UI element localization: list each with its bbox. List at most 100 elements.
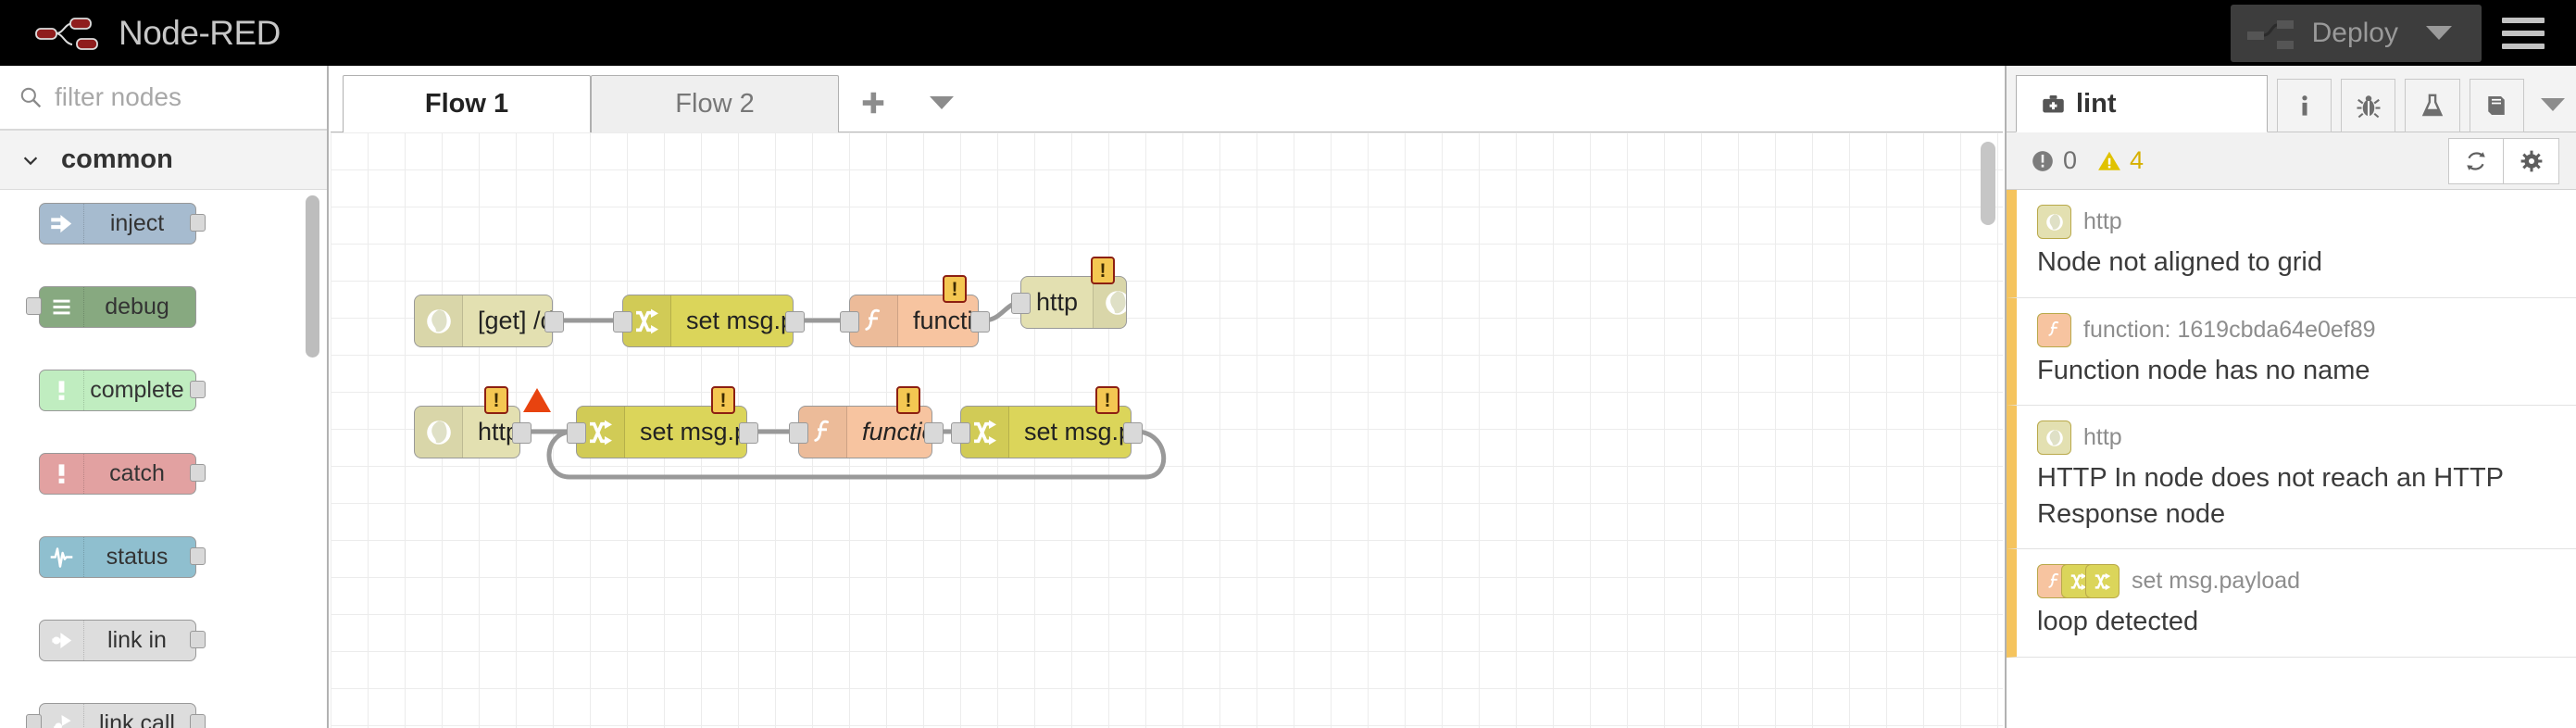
- palette-node-status[interactable]: status: [0, 536, 327, 578]
- flow-node-n7[interactable]: function 1!: [789, 386, 944, 458]
- exclamation-icon: [58, 464, 65, 483]
- tab-flow-1[interactable]: Flow 1: [343, 75, 591, 132]
- refresh-icon: [2467, 151, 2485, 170]
- flow-node-icon: [623, 295, 671, 346]
- palette-search-bar[interactable]: [0, 66, 327, 131]
- flow-node-label: set msg.payload: [1024, 418, 1131, 446]
- palette-node-icon: [40, 287, 84, 327]
- input-port[interactable]: [951, 422, 970, 444]
- palette-category-common[interactable]: common: [0, 131, 327, 190]
- palette-node-label: debug: [105, 294, 169, 320]
- chevron-down-icon[interactable]: [2426, 26, 2452, 40]
- flow-node-n6[interactable]: set msg.payload!: [567, 386, 758, 458]
- change-icon: [2095, 572, 2110, 590]
- palette-node-body[interactable]: inject: [39, 203, 196, 245]
- sidebar-test-button[interactable]: [2405, 79, 2460, 132]
- change-icon: [635, 308, 658, 333]
- output-port[interactable]: [739, 422, 758, 444]
- book-icon: [2488, 96, 2505, 115]
- flow-canvas[interactable]: [get] /data set msg.payload function! http!…: [331, 132, 2003, 728]
- palette-node-body[interactable]: link in: [39, 620, 196, 661]
- palette-node-inject[interactable]: inject: [0, 203, 327, 245]
- globe-icon: [426, 420, 451, 445]
- input-port[interactable]: [1011, 293, 1031, 314]
- palette-node-debug[interactable]: debug: [0, 286, 327, 328]
- output-port[interactable]: [512, 422, 531, 444]
- palette-node-body[interactable]: debug: [39, 286, 196, 328]
- tab-label: Flow 2: [675, 89, 755, 119]
- flow-node-n4[interactable]: http!: [1011, 257, 1127, 329]
- flow-node-inner: http: [1021, 277, 1126, 328]
- output-port[interactable]: [190, 714, 206, 728]
- flow-node-n5[interactable]: http!: [414, 386, 551, 458]
- input-port[interactable]: [613, 311, 632, 333]
- palette-node-complete[interactable]: complete: [0, 370, 327, 411]
- function-icon: [864, 308, 880, 331]
- node-warning-badge[interactable]: !: [1095, 386, 1119, 414]
- output-port[interactable]: [190, 381, 206, 398]
- info-icon: [2301, 95, 2307, 116]
- output-port[interactable]: [785, 311, 805, 333]
- node-warning-badge[interactable]: !: [896, 386, 920, 414]
- input-port[interactable]: [789, 422, 808, 444]
- palette-node-icon: [40, 454, 84, 494]
- flow-tab-menu-button[interactable]: [907, 74, 976, 132]
- output-port[interactable]: [190, 547, 206, 565]
- node-warning-badge[interactable]: !: [711, 386, 735, 414]
- output-port[interactable]: [970, 311, 990, 333]
- output-port[interactable]: [924, 422, 944, 444]
- palette-node-body[interactable]: complete: [39, 370, 196, 411]
- function-icon: [2047, 572, 2058, 588]
- palette-node-link-call[interactable]: link call: [0, 703, 327, 728]
- output-port[interactable]: [190, 214, 206, 232]
- output-port[interactable]: [1123, 422, 1143, 444]
- medkit-icon: [2043, 94, 2064, 112]
- palette-node-catch[interactable]: catch: [0, 453, 327, 495]
- input-port[interactable]: [567, 422, 586, 444]
- palette-node-icon: [40, 370, 84, 410]
- sidebar-more-tabs-button[interactable]: [2530, 78, 2576, 132]
- input-port[interactable]: [840, 311, 859, 333]
- sidebar-debug-button[interactable]: [2341, 79, 2396, 132]
- lint-message: HTTP In node does not reach an HTTP Resp…: [2037, 463, 2504, 529]
- hamburger-menu-icon[interactable]: [2502, 17, 2545, 49]
- canvas-vertical-scrollbar[interactable]: [1981, 142, 1995, 225]
- palette-node-icon: [40, 704, 84, 728]
- output-port[interactable]: [544, 311, 564, 333]
- node-red-logo-icon: [35, 17, 98, 50]
- node-warning-badge[interactable]: !: [484, 386, 508, 414]
- flow-node-n2[interactable]: set msg.payload: [613, 295, 805, 347]
- search-input[interactable]: [55, 82, 295, 112]
- palette-node-label: link in: [107, 627, 167, 653]
- sidebar-info-button[interactable]: [2277, 79, 2332, 132]
- palette-scrollbar[interactable]: [306, 195, 319, 358]
- node-warning-badge[interactable]: !: [943, 275, 967, 303]
- deploy-icon: [2246, 19, 2294, 49]
- add-flow-button[interactable]: [839, 74, 907, 132]
- tab-flow-2[interactable]: Flow 2: [591, 75, 839, 132]
- flow-node-n1[interactable]: [get] /data: [414, 295, 564, 347]
- node-error-triangle-icon[interactable]: [523, 388, 551, 412]
- flow-node-n3[interactable]: function!: [840, 275, 990, 347]
- lint-settings-button[interactable]: [2504, 137, 2559, 184]
- output-port[interactable]: [190, 631, 206, 648]
- tab-lint[interactable]: lint: [2016, 75, 2268, 132]
- palette-node-body[interactable]: status: [39, 536, 196, 578]
- deploy-button[interactable]: Deploy: [2230, 4, 2482, 62]
- palette-node-body[interactable]: catch: [39, 453, 196, 495]
- output-port[interactable]: [190, 464, 206, 482]
- lint-refresh-button[interactable]: [2448, 137, 2504, 184]
- palette-node-link-in[interactable]: link in: [0, 620, 327, 661]
- flow-node-n8[interactable]: set msg.payload!: [951, 386, 1143, 458]
- palette-node-body[interactable]: link call: [39, 703, 196, 728]
- input-port[interactable]: [26, 297, 42, 315]
- flow-node-inner: http: [415, 407, 519, 458]
- flow-node-label: set msg.payload: [640, 418, 746, 446]
- input-port[interactable]: [26, 714, 42, 728]
- sidebar-help-button[interactable]: [2469, 79, 2524, 132]
- node-warning-badge[interactable]: !: [1091, 257, 1115, 284]
